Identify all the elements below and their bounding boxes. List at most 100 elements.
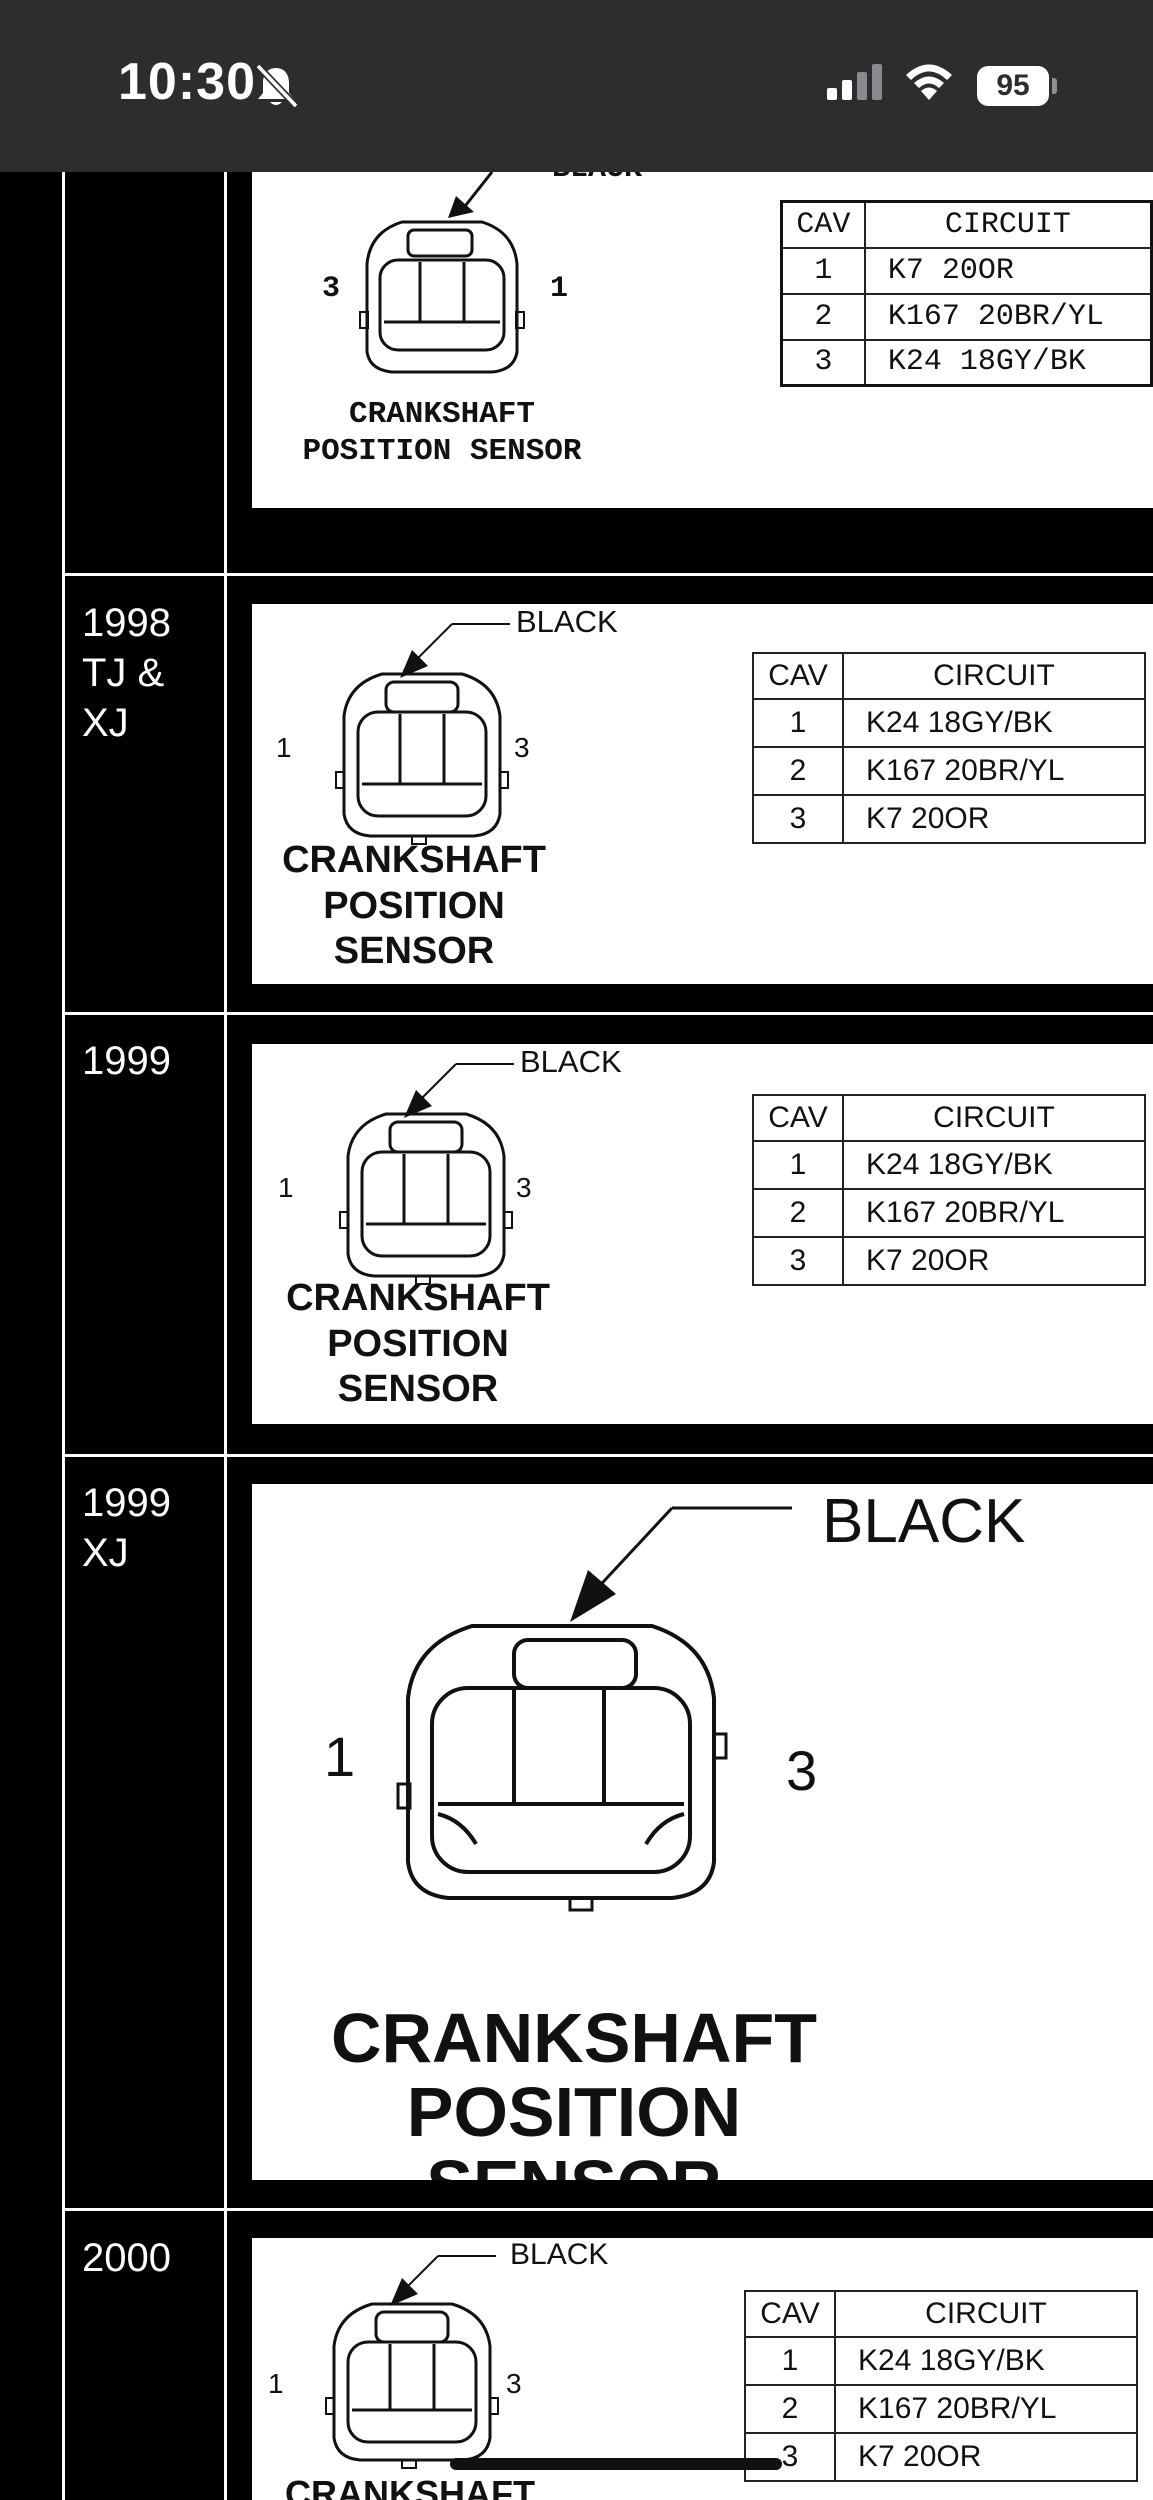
cav-cell: 1 [752,1140,844,1190]
pin-label-right: 1 [550,272,569,306]
cav-cell: 3 [780,338,866,387]
pin-label-left: 1 [268,2368,284,2399]
connector-diagram [335,623,510,845]
connector-diagram [359,172,525,374]
year-label: 1999 [82,1039,171,1083]
table-row: 1 K24 18GY/BK [752,1140,1146,1190]
circuit-cell: K167 20BR/YL [863,292,1153,341]
table-border-left [62,172,65,2500]
wire-color-label: BLACK [516,604,618,639]
header-circuit: CIRCUIT [842,1094,1146,1142]
year-label: 2000 [82,2236,171,2280]
cavity-circuit-table: CAV CIRCUIT 1 K24 18GY/BK 2 K167 20BR/YL… [752,652,1146,844]
row-divider [62,2208,1153,2211]
circuit-cell: K24 18GY/BK [842,698,1146,748]
status-bar: 10:30 95 [0,0,1153,172]
row-divider [62,573,1153,576]
row-divider [62,1454,1153,1457]
table-border-column [224,172,227,2500]
table-header-row: CAV CIRCUIT [780,200,1153,249]
table-row: 1 K24 18GY/BK [744,2336,1138,2386]
sensor-label: CRANKSHAFT POSITION SENSOR [286,1277,550,1411]
pin-label-left: 1 [278,1172,294,1203]
wire-color-label: BLACK [822,1487,1026,1556]
table-row: 2 K167 20BR/YL [744,2384,1138,2434]
cav-cell: 1 [780,246,866,295]
pin-label-right: 3 [506,2368,522,2399]
year-label: 1999 XJ [82,1481,171,1575]
cav-cell: 2 [752,1188,844,1238]
row-divider [62,1012,1153,1015]
table-header-row: CAV CIRCUIT [752,1094,1146,1142]
header-cav: CAV [780,200,866,249]
bell-slash-icon [255,63,299,109]
table-header-row: CAV CIRCUIT [752,652,1146,700]
circuit-cell: K24 18GY/BK [863,338,1153,387]
cavity-circuit-table: CAV CIRCUIT 1 K7 20OR 2 K167 20BR/YL 3 K… [780,200,1153,387]
table-row: 3 K7 20OR [752,794,1146,844]
sensor-label: CRANKSHAFT [285,2473,535,2500]
pin-label-right: 3 [786,1739,818,1802]
clock: 10:30 [118,53,256,111]
connector-panel: BLACK 1 3 CRANKSHAFT POSITION SENSOR CAV… [252,1044,1153,1424]
cav-cell: 3 [744,2432,836,2482]
circuit-cell: K7 20OR [842,794,1146,844]
connector-panel: BLACK 3 1 CRANKSHAFT POSITION SENSOR CAV… [252,172,1153,508]
circuit-cell: K24 18GY/BK [834,2336,1138,2386]
circuit-cell: K167 20BR/YL [842,1188,1146,1238]
pin-label-right: 3 [514,732,530,763]
cellular-signal-icon [827,64,882,100]
wifi-icon [906,64,952,100]
pin-label-left: 1 [276,732,292,763]
sensor-label: CRANKSHAFT POSITION SENSOR [302,397,582,470]
header-cav: CAV [752,1094,844,1142]
cavity-circuit-table: CAV CIRCUIT 1 K24 18GY/BK 2 K167 20BR/YL… [752,1094,1146,1286]
year-label: 1998 TJ & XJ [82,601,171,745]
cav-cell: 3 [752,794,844,844]
cav-cell: 2 [752,746,844,796]
battery-icon: 95 [977,66,1049,106]
cav-cell: 3 [752,1236,844,1286]
pin-label-left: 1 [324,1725,356,1788]
header-circuit: CIRCUIT [834,2290,1138,2338]
header-circuit: CIRCUIT [863,200,1153,249]
table-row: 2 K167 20BR/YL [752,1188,1146,1238]
header-cav: CAV [752,652,844,700]
connector-panel: BLACK 1 3 CRANKSHAFT POSITION SENSOR [252,1484,1153,2180]
pin-label-left: 3 [322,272,341,306]
pin-label-right: 3 [516,1172,532,1203]
table-row: 1 K7 20OR [780,246,1153,295]
connector-diagram [339,1063,514,1285]
circuit-cell: K7 20OR [834,2432,1138,2482]
table-row: 1 K24 18GY/BK [752,698,1146,748]
wire-color-label: BLACK [552,172,642,186]
connector-panel: BLACK 1 3 CRANKSHAFT POSITION SENSOR CAV… [252,604,1153,984]
table-header-row: CAV CIRCUIT [744,2290,1138,2338]
table-row: 3 K7 20OR [744,2432,1138,2482]
table-row: 3 K7 20OR [752,1236,1146,1286]
cav-cell: 2 [744,2384,836,2434]
header-circuit: CIRCUIT [842,652,1146,700]
header-cav: CAV [744,2290,836,2338]
sensor-label: CRANKSHAFT POSITION SENSOR [282,839,546,973]
cavity-circuit-table: CAV CIRCUIT 1 K24 18GY/BK 2 K167 20BR/YL… [744,2290,1138,2482]
circuit-cell: K7 20OR [863,246,1153,295]
table-row: 3 K24 18GY/BK [780,338,1153,387]
sensor-label: CRANKSHAFT POSITION SENSOR [330,1999,818,2180]
table-row: 2 K167 20BR/YL [752,746,1146,796]
battery-tip [1052,78,1057,94]
cav-cell: 2 [780,292,866,341]
cav-cell: 1 [752,698,844,748]
connector-diagram [396,1506,792,1912]
wire-color-label: BLACK [520,1044,622,1079]
cav-cell: 1 [744,2336,836,2386]
home-indicator[interactable] [450,2458,782,2470]
circuit-cell: K7 20OR [842,1236,1146,1286]
circuit-cell: K24 18GY/BK [842,1140,1146,1190]
circuit-cell: K167 20BR/YL [842,746,1146,796]
table-row: 2 K167 20BR/YL [780,292,1153,341]
circuit-cell: K167 20BR/YL [834,2384,1138,2434]
connector-panel: BLACK 1 3 CRANKSHAFT CAV CIRCUIT 1 K24 1… [252,2238,1153,2500]
wire-color-label: BLACK [510,2238,609,2271]
